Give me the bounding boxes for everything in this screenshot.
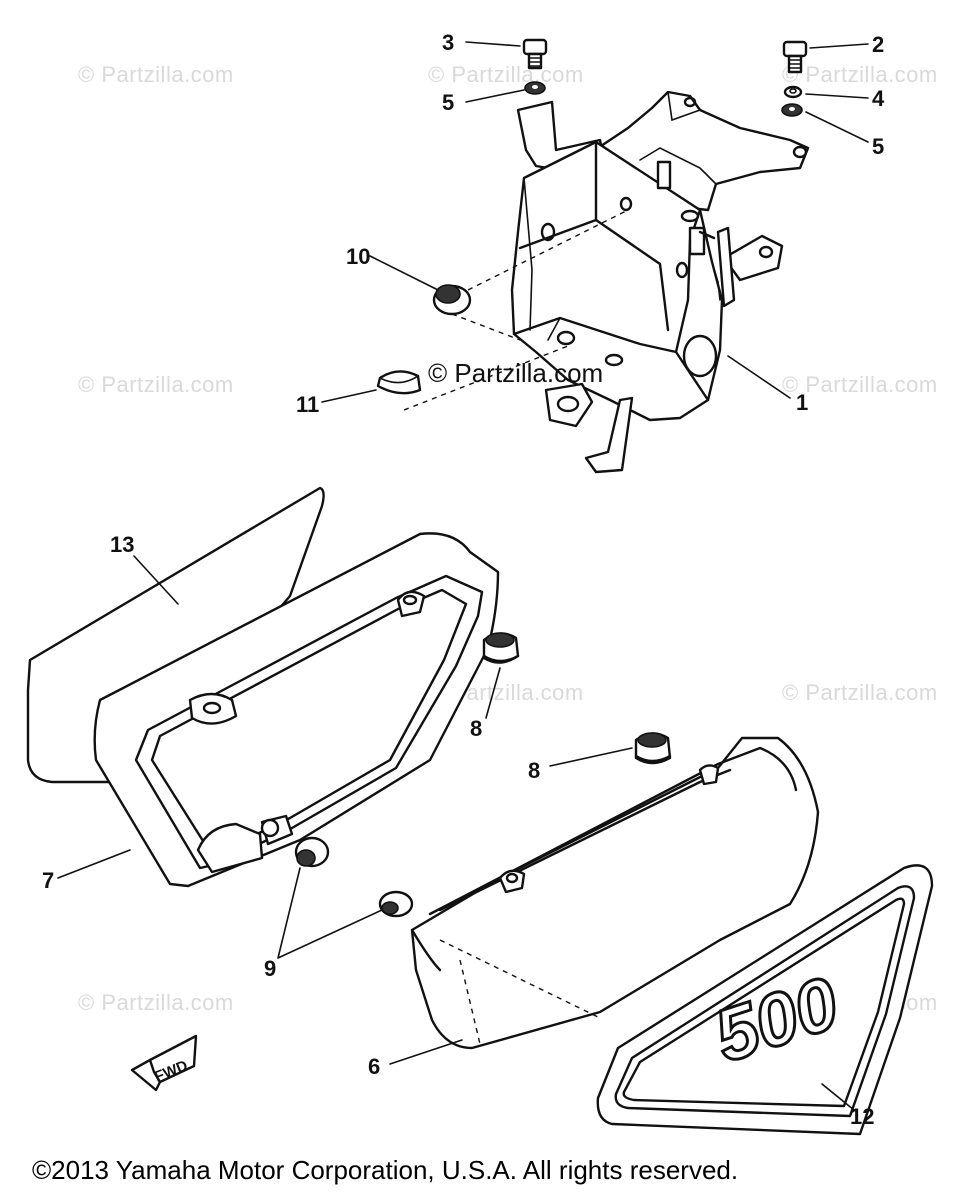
callout-6: 6 bbox=[368, 1054, 381, 1079]
grommet-9 bbox=[294, 836, 330, 868]
bracket-leg bbox=[584, 396, 634, 474]
bolt-2 bbox=[782, 40, 808, 74]
watermark: © Partzilla.com bbox=[78, 990, 234, 1015]
cap-11 bbox=[376, 370, 422, 395]
watermark: © Partzilla.com bbox=[782, 62, 938, 87]
watermark: © Partzilla.com bbox=[782, 680, 938, 705]
callout-12: 12 bbox=[850, 1104, 875, 1129]
callout-7: 7 bbox=[42, 868, 55, 893]
callout-1: 1 bbox=[796, 390, 809, 415]
battery-box-bracket bbox=[510, 90, 810, 474]
watermark: © Partzilla.com bbox=[78, 372, 234, 397]
callout-5: 5 bbox=[872, 134, 885, 159]
callout-10: 10 bbox=[346, 244, 371, 269]
leader-lines bbox=[57, 41, 869, 1111]
bolt-3 bbox=[522, 38, 548, 70]
watermark: © Partzilla.com bbox=[78, 62, 234, 87]
emblem-12 bbox=[596, 864, 934, 1136]
bracket-pin bbox=[688, 226, 706, 256]
grommet-10 bbox=[432, 284, 472, 316]
callout-13: 13 bbox=[110, 532, 135, 557]
watermark: © Partzilla.com bbox=[782, 372, 938, 397]
callout-2: 2 bbox=[872, 32, 885, 57]
bracket-pin bbox=[656, 160, 672, 190]
side-cover-7 bbox=[26, 486, 500, 888]
bracket-rib bbox=[716, 226, 736, 308]
callout-11: 11 bbox=[296, 392, 320, 417]
callout-5: 5 bbox=[442, 90, 455, 115]
grommet-8 bbox=[634, 732, 672, 765]
copyright-notice: ©2013 Yamaha Motor Corporation, U.S.A. A… bbox=[32, 1155, 739, 1185]
side-cover-6 bbox=[410, 736, 820, 1050]
callout-8: 8 bbox=[470, 716, 483, 741]
fwd-arrow-icon bbox=[130, 1034, 198, 1092]
callout-9: 9 bbox=[264, 956, 277, 981]
grommet-8 bbox=[482, 632, 520, 664]
grommet-9 bbox=[378, 890, 414, 918]
center-watermark: © Partzilla.com bbox=[428, 358, 604, 388]
lock-washer-4 bbox=[783, 85, 803, 99]
callout-3: 3 bbox=[442, 30, 455, 55]
watermark: © Partzilla.com bbox=[428, 62, 584, 87]
callout-4: 4 bbox=[872, 86, 885, 111]
bracket-clamp bbox=[544, 382, 594, 428]
callout-8: 8 bbox=[528, 758, 541, 783]
